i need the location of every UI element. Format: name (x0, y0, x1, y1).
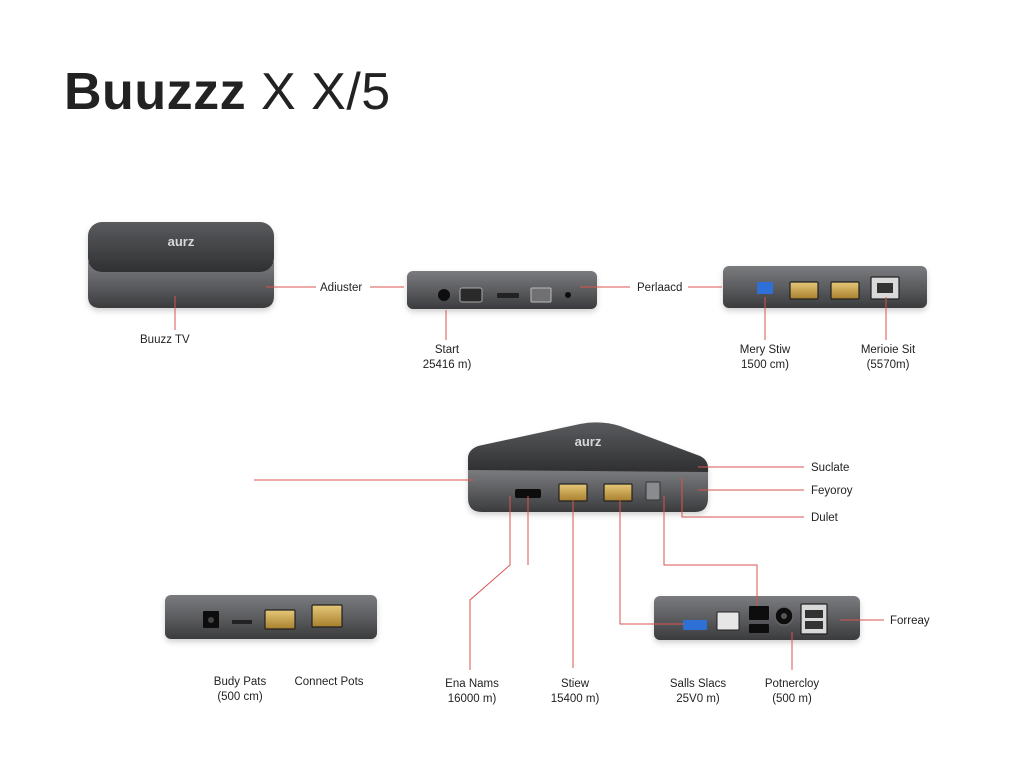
label-potnercloy: Potnercloy (500 m) (758, 677, 826, 707)
label-potnercloy-spec: (500 m) (772, 693, 812, 705)
buzz-tv-device: aurz (88, 222, 274, 308)
audio-jack-icon (438, 289, 450, 301)
label-salls-slacs: Salls Slacs 25V0 m) (662, 677, 734, 707)
hdmi-port-icon (515, 489, 541, 498)
label-ena-nams: Ena Nams 16000 m) (440, 677, 504, 707)
label-meriote-sit-spec: (5570m) (866, 359, 910, 371)
label-feyoroy: Feyoroy (811, 485, 853, 497)
label-connect-ports-name: Connect Pots (294, 676, 364, 688)
bottom-left-device (165, 595, 377, 639)
hub-logo: aurz (575, 434, 602, 449)
label-meriote-sit: Merioie Sit (5570m) (856, 343, 920, 373)
label-potnercloy-name: Potnercloy (764, 678, 820, 690)
title-brand: Buuzzz (64, 63, 247, 121)
power-jack-icon (565, 292, 571, 298)
label-connect-ports: Connect Pots (290, 675, 368, 690)
card-slot-icon (232, 620, 252, 624)
label-start: Start 25416 m) (420, 343, 474, 373)
ethernet-port-icon (749, 606, 769, 620)
label-start-name: Start (434, 344, 460, 356)
label-budy-pats-name: Budy Pats (213, 676, 267, 688)
label-dulet: Dulet (811, 512, 838, 524)
serial-port-icon (459, 287, 483, 303)
usb-port-icon (311, 604, 343, 628)
usb-port-icon (830, 281, 860, 300)
usb-port-icon (603, 483, 633, 502)
label-stiew-name: Stiew (560, 678, 590, 690)
label-mery-stew-spec: 1500 cm) (741, 359, 789, 371)
sd-slot-icon (645, 481, 661, 501)
label-stiew-spec: 15400 m) (550, 693, 600, 705)
side-panel-device (723, 266, 927, 308)
hero-logo: aurz (168, 234, 195, 249)
card-slot-icon (497, 293, 519, 298)
leader-lines (174, 286, 887, 670)
page-title: Buuzzz X X/5 (64, 62, 391, 122)
label-budy-pats: Budy Pats (500 cm) (205, 675, 275, 705)
usb-port-icon (716, 611, 740, 631)
label-adjuster: Adiuster (320, 282, 363, 294)
usb-port-icon (558, 483, 588, 502)
usb3-port-icon (757, 282, 773, 294)
usb3-port-icon (683, 620, 707, 630)
label-peripheral: Perlaacd (637, 282, 683, 294)
bottom-right-device (654, 596, 860, 640)
ethernet-port-icon (800, 603, 828, 635)
label-salls-slacs-spec: 25V0 m) (676, 693, 720, 705)
label-mery-stew-name: Mery Stiw (739, 344, 791, 356)
title-model: X X/5 (261, 63, 391, 121)
label-suclate: Suclate (811, 462, 850, 474)
usb-port-icon (789, 281, 819, 300)
central-hub-device: aurz (468, 422, 708, 512)
label-ena-nams-name: Ena Nams (445, 678, 499, 690)
label-meriote-sit-name: Merioie Sit (860, 344, 916, 356)
label-forreay: Forreay (890, 615, 930, 627)
label-start-spec: 25416 m) (422, 359, 472, 371)
label-buzz-tv: Buuzz TV (140, 334, 190, 346)
usb-port-icon (530, 287, 552, 303)
label-ena-nams-spec: 16000 m) (447, 693, 497, 705)
label-mery-stew: Mery Stiw 1500 cm) (735, 343, 795, 373)
label-stiew: Stiew 15400 m) (543, 677, 607, 707)
label-salls-slacs-name: Salls Slacs (669, 678, 727, 690)
hdmi-port-icon (749, 624, 769, 633)
usb-port-icon (264, 609, 296, 630)
back-panel-device (407, 271, 597, 309)
label-budy-pats-spec: (500 cm) (217, 691, 263, 703)
